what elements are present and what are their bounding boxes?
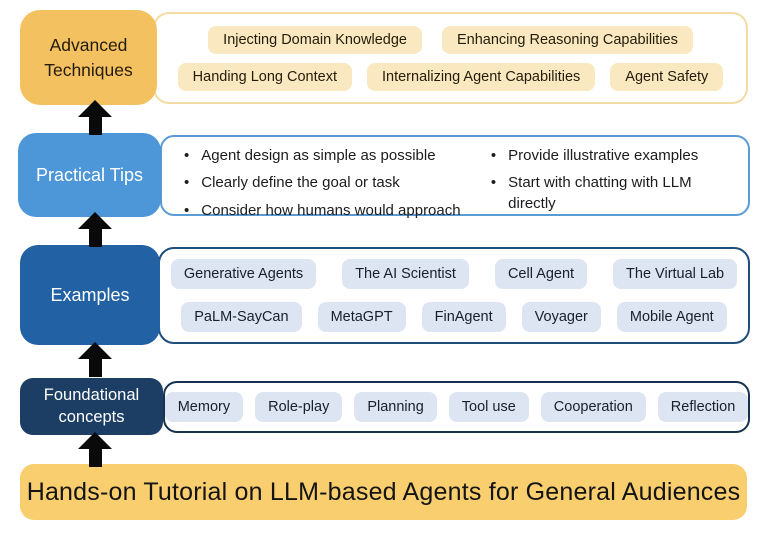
example-chip: The Virtual Lab <box>613 259 738 289</box>
arrow-stem <box>88 359 102 377</box>
examples-box: Examples <box>20 245 160 345</box>
tutorial-title-banner: Hands-on Tutorial on LLM-based Agents fo… <box>20 464 747 520</box>
tips-column: • Agent design as simple as possible • C… <box>184 146 491 221</box>
arrow-head <box>78 100 112 117</box>
bullet-icon: • <box>490 147 497 164</box>
bullet-icon: • <box>184 147 190 164</box>
tips-column: • Provide illustrative examples • Start … <box>491 146 742 214</box>
arrow-stem <box>88 229 102 247</box>
example-chip: MetaGPT <box>317 302 406 332</box>
up-arrow-icon <box>78 212 112 247</box>
technique-chip: Enhancing Reasoning Capabilities <box>441 25 693 54</box>
advanced-chip-row: Injecting Domain Knowledge Enhancing Rea… <box>163 25 738 54</box>
concept-chip: Memory <box>164 392 244 422</box>
tip-text: Provide illustrative examples <box>508 147 699 164</box>
example-chip: The AI Scientist <box>342 259 469 289</box>
example-chip: PaLM-SayCan <box>181 302 302 332</box>
up-arrow-icon <box>78 100 112 135</box>
tip-text: Start with chatting with LLM directly <box>508 174 692 212</box>
concept-chip: Cooperation <box>540 392 646 422</box>
bullet-icon: • <box>184 174 190 192</box>
tip-item: • Start with chatting with LLM directly <box>491 173 742 214</box>
tip-text: Agent design as simple as possible <box>201 147 436 164</box>
advanced-techniques-box: Advanced Techniques <box>20 10 157 105</box>
examples-chip-row: Generative Agents The AI Scientist Cell … <box>170 259 738 289</box>
foundational-concepts-container: Memory Role-play Planning Tool use Coope… <box>163 381 750 433</box>
tip-item: • Clearly define the goal or task <box>184 173 491 193</box>
foundational-concepts-label: Foundational concepts <box>43 386 140 426</box>
technique-chip: Handing Long Context <box>177 62 352 91</box>
example-chip: Mobile Agent <box>616 302 727 332</box>
concept-chip: Planning <box>354 392 437 422</box>
example-chip: Voyager <box>521 302 601 332</box>
concept-chip: Role-play <box>255 392 343 422</box>
tip-item: • Provide illustrative examples <box>491 146 742 166</box>
examples-chip-row: PaLM-SayCan MetaGPT FinAgent Voyager Mob… <box>170 302 738 332</box>
arrow-head <box>78 212 112 229</box>
tip-item: • Agent design as simple as possible <box>184 146 491 166</box>
technique-chip: Internalizing Agent Capabilities <box>366 62 596 91</box>
technique-chip: Agent Safety <box>610 62 724 91</box>
advanced-techniques-container: Injecting Domain Knowledge Enhancing Rea… <box>153 12 748 104</box>
foundational-concepts-box: Foundational concepts <box>20 378 163 435</box>
practical-tips-box: Practical Tips <box>18 133 161 217</box>
foundational-chip-row: Memory Role-play Planning Tool use Coope… <box>164 392 749 422</box>
example-chip: Generative Agents <box>170 259 317 289</box>
up-arrow-icon <box>78 432 112 467</box>
tip-text: Clearly define the goal or task <box>201 174 400 192</box>
arrow-stem <box>88 117 102 135</box>
tip-item: • Consider how humans would approach <box>184 201 491 221</box>
bullet-icon: • <box>184 201 190 219</box>
examples-container: Generative Agents The AI Scientist Cell … <box>158 247 750 344</box>
practical-tips-label: Practical Tips <box>35 164 144 185</box>
concept-chip: Tool use <box>448 392 529 422</box>
advanced-chip-row: Handing Long Context Internalizing Agent… <box>163 62 738 91</box>
arrow-head <box>78 342 112 359</box>
bullet-icon: • <box>490 174 497 192</box>
up-arrow-icon <box>78 342 112 377</box>
practical-tips-container: • Agent design as simple as possible • C… <box>160 135 750 219</box>
examples-label: Examples <box>50 284 130 305</box>
tip-text: Consider how humans would approach <box>201 201 461 219</box>
technique-chip: Injecting Domain Knowledge <box>208 25 422 54</box>
arrow-head <box>78 432 112 449</box>
arrow-stem <box>88 449 102 467</box>
advanced-techniques-label: Advanced Techniques <box>44 35 133 80</box>
example-chip: FinAgent <box>421 302 506 332</box>
concept-chip: Reflection <box>657 392 749 422</box>
example-chip: Cell Agent <box>494 259 588 289</box>
tutorial-title-text: Hands-on Tutorial on LLM-based Agents fo… <box>26 477 741 506</box>
